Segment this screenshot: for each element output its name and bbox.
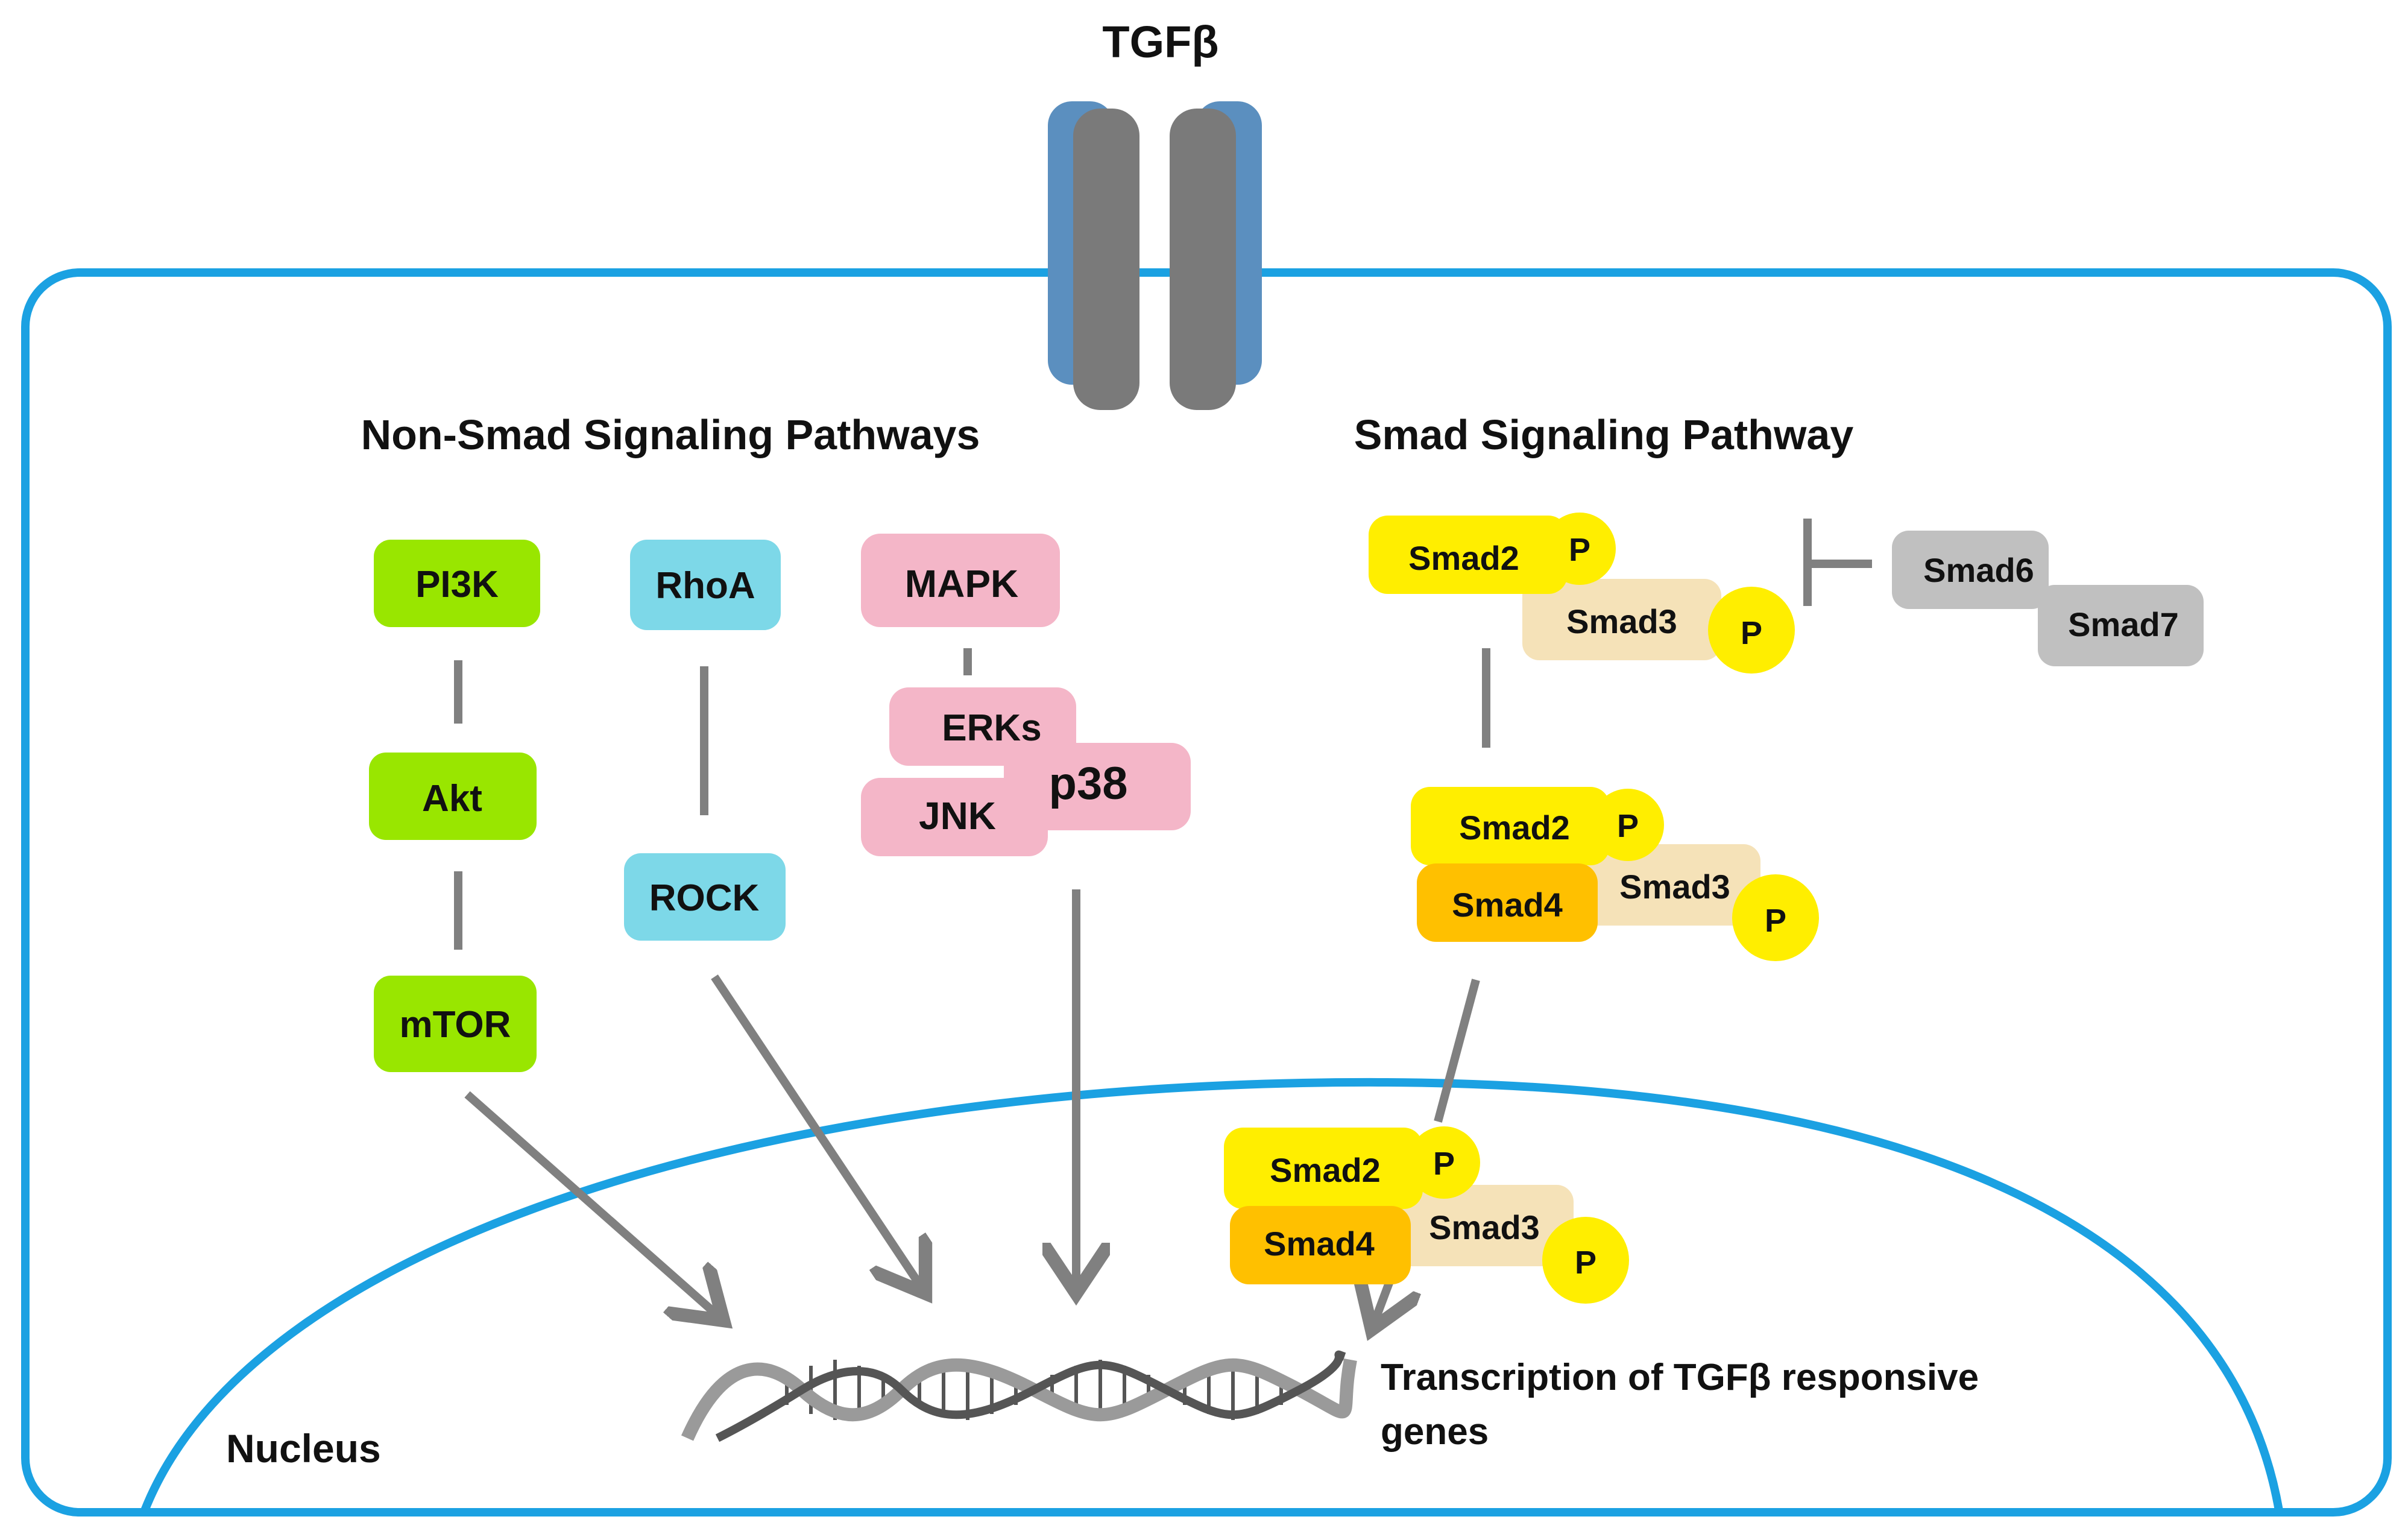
- mtor-label: mTOR: [400, 1004, 511, 1046]
- inhibitory-smads: Smad6 Smad7: [1892, 531, 2204, 666]
- p38-label: p38: [1049, 758, 1128, 809]
- mapk-label: MAPK: [905, 562, 1018, 605]
- smad7-label: Smad7: [2068, 605, 2179, 643]
- transcription-label-line2: genes: [1381, 1411, 1489, 1453]
- tgfb-receptor: [1048, 101, 1262, 410]
- transcription-label-line1: Transcription of TGFβ responsive: [1381, 1357, 1979, 1398]
- smad2-3-4-complex-cytoplasm: Smad2 P Smad4 Smad3 P: [1411, 787, 1819, 961]
- connector-smad-nuclear: [1434, 979, 1480, 1123]
- smad4-label: Smad4: [1452, 886, 1563, 924]
- smad3-label: Smad3: [1429, 1208, 1540, 1246]
- smad2-box: [1369, 516, 1568, 594]
- smad2-box: [1224, 1128, 1423, 1209]
- smad3-phospho: [1732, 874, 1819, 961]
- mapk-box: [861, 534, 1060, 627]
- mapk-pathway: MAPK ERKs p38 JNK: [861, 534, 1191, 856]
- rhoa-box: [630, 540, 781, 630]
- smad3-phospho: [1708, 587, 1795, 674]
- pi3k-box: [374, 540, 540, 627]
- smad3-phospho-label: P: [1575, 1245, 1596, 1281]
- pi3k-label: PI3K: [415, 564, 499, 605]
- smad-title: Smad Signaling Pathway: [1354, 411, 1854, 458]
- smad2-phospho: [1408, 1126, 1480, 1199]
- arrow-rock-dna: [711, 974, 925, 1293]
- arrows: [464, 889, 1390, 1330]
- smad3-phospho-label: P: [1765, 903, 1786, 939]
- nucleus-label: Nucleus: [226, 1426, 381, 1471]
- smad2-phospho-label: P: [1569, 532, 1590, 568]
- smad2-box: [1411, 787, 1610, 865]
- smad3-box: [1580, 844, 1760, 926]
- smad4-box: [1417, 863, 1598, 942]
- nuclear-envelope: [140, 1078, 2283, 1512]
- smad3-phospho: [1542, 1217, 1629, 1304]
- rhoa-label: RhoA: [655, 565, 755, 607]
- smad2-phospho: [1592, 789, 1664, 861]
- smad2-phospho: [1543, 513, 1616, 585]
- rock-label: ROCK: [649, 877, 760, 919]
- smad2-3-4-complex-nucleus: Smad2 P Smad4 Smad3 P: [1224, 1126, 1629, 1304]
- akt-box: [369, 753, 537, 840]
- non-smad-title: Non-Smad Signaling Pathways: [361, 411, 980, 458]
- smad2-phospho-label: P: [1617, 808, 1639, 844]
- smad4-label: Smad4: [1264, 1225, 1375, 1263]
- pi3k-akt-mtor-pathway: PI3K Akt mTOR: [369, 540, 540, 1072]
- akt-label: Akt: [422, 778, 482, 819]
- smad6-box: [1892, 531, 2049, 609]
- dna-strand-b: [715, 1350, 1346, 1442]
- arrow-smad-dna: [1372, 1281, 1390, 1330]
- smad7-box: [2038, 585, 2204, 666]
- smad2-smad3-phospho-complex: Smad2 P Smad3 P: [1369, 513, 1795, 674]
- smad2-label: Smad2: [1408, 539, 1519, 577]
- erks-label: ERKs: [942, 707, 1041, 749]
- smad3-box: [1522, 579, 1721, 660]
- dna-helix-icon: [681, 1350, 1357, 1442]
- connectors: [454, 519, 1872, 1123]
- smad3-label: Smad3: [1619, 868, 1730, 906]
- smad4-box: [1230, 1206, 1411, 1284]
- smad2-phospho-label: P: [1433, 1146, 1455, 1182]
- jnk-box: [861, 778, 1048, 856]
- ligand-label: TGFβ: [1102, 17, 1218, 67]
- rock-box: [624, 853, 786, 941]
- smad2-label: Smad2: [1270, 1151, 1381, 1189]
- erks-box: [889, 687, 1076, 766]
- smad6-label: Smad6: [1923, 551, 2034, 589]
- smad3-label: Smad3: [1566, 602, 1677, 640]
- cell-membrane: [21, 268, 2392, 1516]
- arrow-mtor-dna: [464, 1091, 723, 1321]
- smad3-phospho-label: P: [1741, 615, 1762, 651]
- smad3-box: [1375, 1185, 1574, 1266]
- jnk-label: JNK: [919, 794, 996, 838]
- smad2-label: Smad2: [1459, 809, 1570, 847]
- mtor-box: [374, 976, 537, 1072]
- rhoa-rock-pathway: RhoA ROCK: [624, 540, 786, 941]
